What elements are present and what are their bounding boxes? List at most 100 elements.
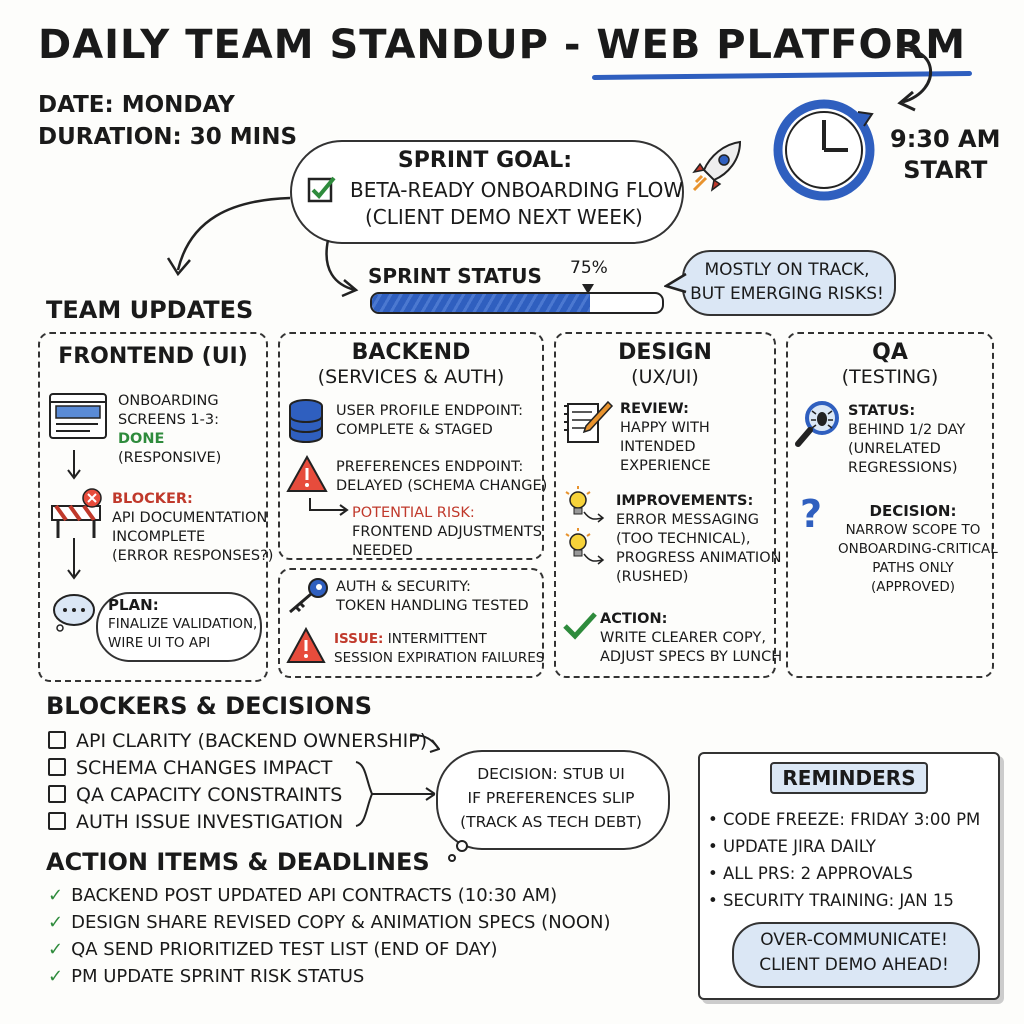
bug-magnifier-icon	[795, 401, 839, 447]
backend-item1-line1: USER PROFILE ENDPOINT:	[336, 403, 523, 419]
notepad-pencil-icon	[564, 400, 614, 443]
title-prefix: DAILY TEAM STANDUP -	[38, 22, 582, 68]
start-time-value: 9:30 AM	[890, 125, 1001, 153]
decision-line2: IF PREFERENCES SLIP	[467, 789, 635, 807]
qa-decision-line4: (APPROVED)	[871, 579, 955, 595]
sprint-progress-bar	[370, 292, 664, 314]
review-line2: INTENDED	[620, 439, 696, 455]
reminder-item: • CODE FREEZE: FRIDAY 3:00 PM	[708, 810, 981, 829]
progress-marker-icon	[582, 284, 594, 294]
decision-text: DECISION: STUB UI IF PREFERENCES SLIP (T…	[436, 762, 666, 834]
reminder-item-label: CODE FREEZE: FRIDAY 3:00 PM	[722, 810, 981, 829]
frontend-item1-done: DONE	[118, 431, 165, 447]
reminder-item: • SECURITY TRAINING: JAN 15	[708, 891, 954, 910]
title-highlight: WEB PLATFORM	[596, 22, 967, 68]
reminder-item-label: SECURITY TRAINING: JAN 15	[722, 891, 954, 910]
plan-line2: WIRE UI TO API	[108, 635, 211, 651]
qa-decision-label: DECISION:	[869, 502, 957, 520]
status-note-text: MOSTLY ON TRACK, BUT EMERGING RISKS!	[682, 258, 892, 306]
design-panel	[554, 332, 776, 678]
qa-decision-line3: PATHS ONLY	[872, 560, 954, 576]
qa-decision: DECISION: NARROW SCOPE TO ONBOARDING-CRI…	[838, 502, 998, 597]
checkmark-icon: ✓	[48, 912, 64, 933]
status-note-line1: MOSTLY ON TRACK,	[704, 260, 870, 280]
action-line1: WRITE CLEARER COPY,	[600, 630, 766, 646]
qa-decision-line2: ONBOARDING-CRITICAL	[838, 541, 998, 557]
blocker-line3: (ERROR RESPONSES?)	[112, 548, 274, 564]
sprint-goal-line2: (CLIENT DEMO NEXT WEEK)	[365, 205, 643, 229]
rocket-icon	[692, 140, 742, 192]
blocker-item-label: SCHEMA CHANGES IMPACT	[76, 757, 333, 779]
action-item-label: PM UPDATE SPRINT RISK STATUS	[71, 966, 365, 987]
qa-subtitle: (TESTING)	[841, 366, 939, 388]
blocker-item-label: QA CAPACITY CONSTRAINTS	[76, 784, 343, 806]
backend-item2: PREFERENCES ENDPOINT: DELAYED (SCHEMA CH…	[336, 458, 547, 496]
risk-label: POTENTIAL RISK:	[352, 505, 475, 521]
corner-arrow-icon	[309, 498, 349, 516]
checkbox-icon[interactable]	[48, 758, 66, 776]
backend-item2-line1: PREFERENCES ENDPOINT:	[336, 459, 524, 475]
browser-window-icon	[49, 393, 107, 439]
design-review: REVIEW: HAPPY WITH INTENDED EXPERIENCE	[620, 400, 711, 476]
backend-panel	[278, 332, 544, 560]
improvements-line1: ERROR MESSAGING	[616, 512, 760, 528]
issue-line1: INTERMITTENT	[387, 631, 487, 647]
warning-icon	[286, 454, 328, 492]
reminders-list: • CODE FREEZE: FRIDAY 3:00 PM • UPDATE J…	[708, 806, 980, 914]
frontend-item1-line1: ONBOARDING	[118, 393, 219, 409]
actions-list: ✓ BACKEND POST UPDATED API CONTRACTS (10:…	[48, 882, 611, 990]
review-label: REVIEW:	[620, 401, 689, 417]
action-item-label: BACKEND POST UPDATED API CONTRACTS (10:3…	[71, 885, 558, 906]
checkmark-icon: ✓	[48, 939, 64, 960]
design-subtitle: (UX/UI)	[631, 366, 699, 388]
bubble-tail	[664, 272, 687, 294]
thought-bubble-dots	[448, 840, 468, 862]
reminder-item: • UPDATE JIRA DAILY	[708, 837, 876, 856]
checkbox-icon[interactable]	[48, 731, 66, 749]
roadblock-icon	[51, 488, 102, 538]
team-updates-heading: TEAM UPDATES	[46, 296, 254, 324]
meeting-duration: DURATION: 30 MINS	[38, 124, 298, 150]
meeting-date: DATE: MONDAY	[38, 92, 235, 118]
sprint-status-label: SPRINT STATUS	[368, 264, 542, 288]
frontend-blocker: BLOCKER: API DOCUMENTATION INCOMPLETE (E…	[112, 490, 273, 566]
design-action: ACTION: WRITE CLEARER COPY, ADJUST SPECS…	[600, 610, 782, 667]
checkmark-icon: ✓	[48, 885, 64, 906]
backend-item1: USER PROFILE ENDPOINT: COMPLETE & STAGED	[336, 402, 523, 440]
action-item: ✓QA SEND PRIORITIZED TEST LIST (END OF D…	[48, 936, 611, 963]
blocker-line2: INCOMPLETE	[112, 529, 206, 545]
blockers-list: API CLARITY (BACKEND OWNERSHIP) SCHEMA C…	[48, 728, 427, 836]
question-mark-icon: ?	[800, 492, 823, 536]
backend-issue: ISSUE: INTERMITTENT SESSION EXPIRATION F…	[334, 630, 544, 668]
reminder-item-label: UPDATE JIRA DAILY	[722, 837, 876, 856]
blocker-item[interactable]: AUTH ISSUE INVESTIGATION	[48, 809, 427, 836]
page-title: DAILY TEAM STANDUP - WEB PLATFORM	[38, 22, 966, 68]
actions-heading: ACTION ITEMS & DEADLINES	[46, 848, 430, 876]
plan-line1: FINALIZE VALIDATION,	[108, 616, 258, 632]
action-item: ✓ DESIGN SHARE REVISED COPY & ANIMATION S…	[48, 909, 611, 936]
review-line3: EXPERIENCE	[620, 458, 711, 474]
frontend-item1-line2: SCREENS 1-3:	[118, 412, 219, 428]
frontend-panel	[38, 332, 268, 682]
action-item: ✓ BACKEND POST UPDATED API CONTRACTS (10:…	[48, 882, 611, 909]
checkbox-icon[interactable]	[48, 785, 66, 803]
backend-item1-line2: COMPLETE & STAGED	[336, 422, 493, 438]
action-item-label: DESIGN SHARE REVISED COPY & ANIMATION SP…	[71, 912, 611, 933]
backend-auth: AUTH & SECURITY: TOKEN HANDLING TESTED	[336, 578, 529, 616]
checkbox-icon[interactable]	[48, 812, 66, 830]
backend-subtitle: (SERVICES & AUTH)	[317, 366, 505, 388]
backend-title: BACKEND	[351, 340, 471, 365]
blocker-item[interactable]: API CLARITY (BACKEND OWNERSHIP)	[48, 728, 427, 755]
thought-bubble-icon	[53, 594, 95, 632]
improvements-line2: (TOO TECHNICAL),	[616, 531, 751, 547]
auth-line1: AUTH & SECURITY:	[336, 579, 471, 595]
brace-arrow-icon	[355, 734, 440, 827]
frontend-title: FRONTEND (UI)	[58, 344, 248, 369]
improvements-line3: PROGRESS ANIMATION	[616, 550, 782, 566]
blocker-item[interactable]: SCHEMA CHANGES IMPACT	[48, 755, 427, 782]
design-title: DESIGN	[618, 340, 712, 365]
improvements-label: IMPROVEMENTS:	[616, 493, 754, 509]
blocker-item[interactable]: QA CAPACITY CONSTRAINTS	[48, 782, 427, 809]
frontend-item1-line4: (RESPONSIVE)	[118, 450, 222, 466]
issue-label: ISSUE:	[334, 631, 384, 647]
